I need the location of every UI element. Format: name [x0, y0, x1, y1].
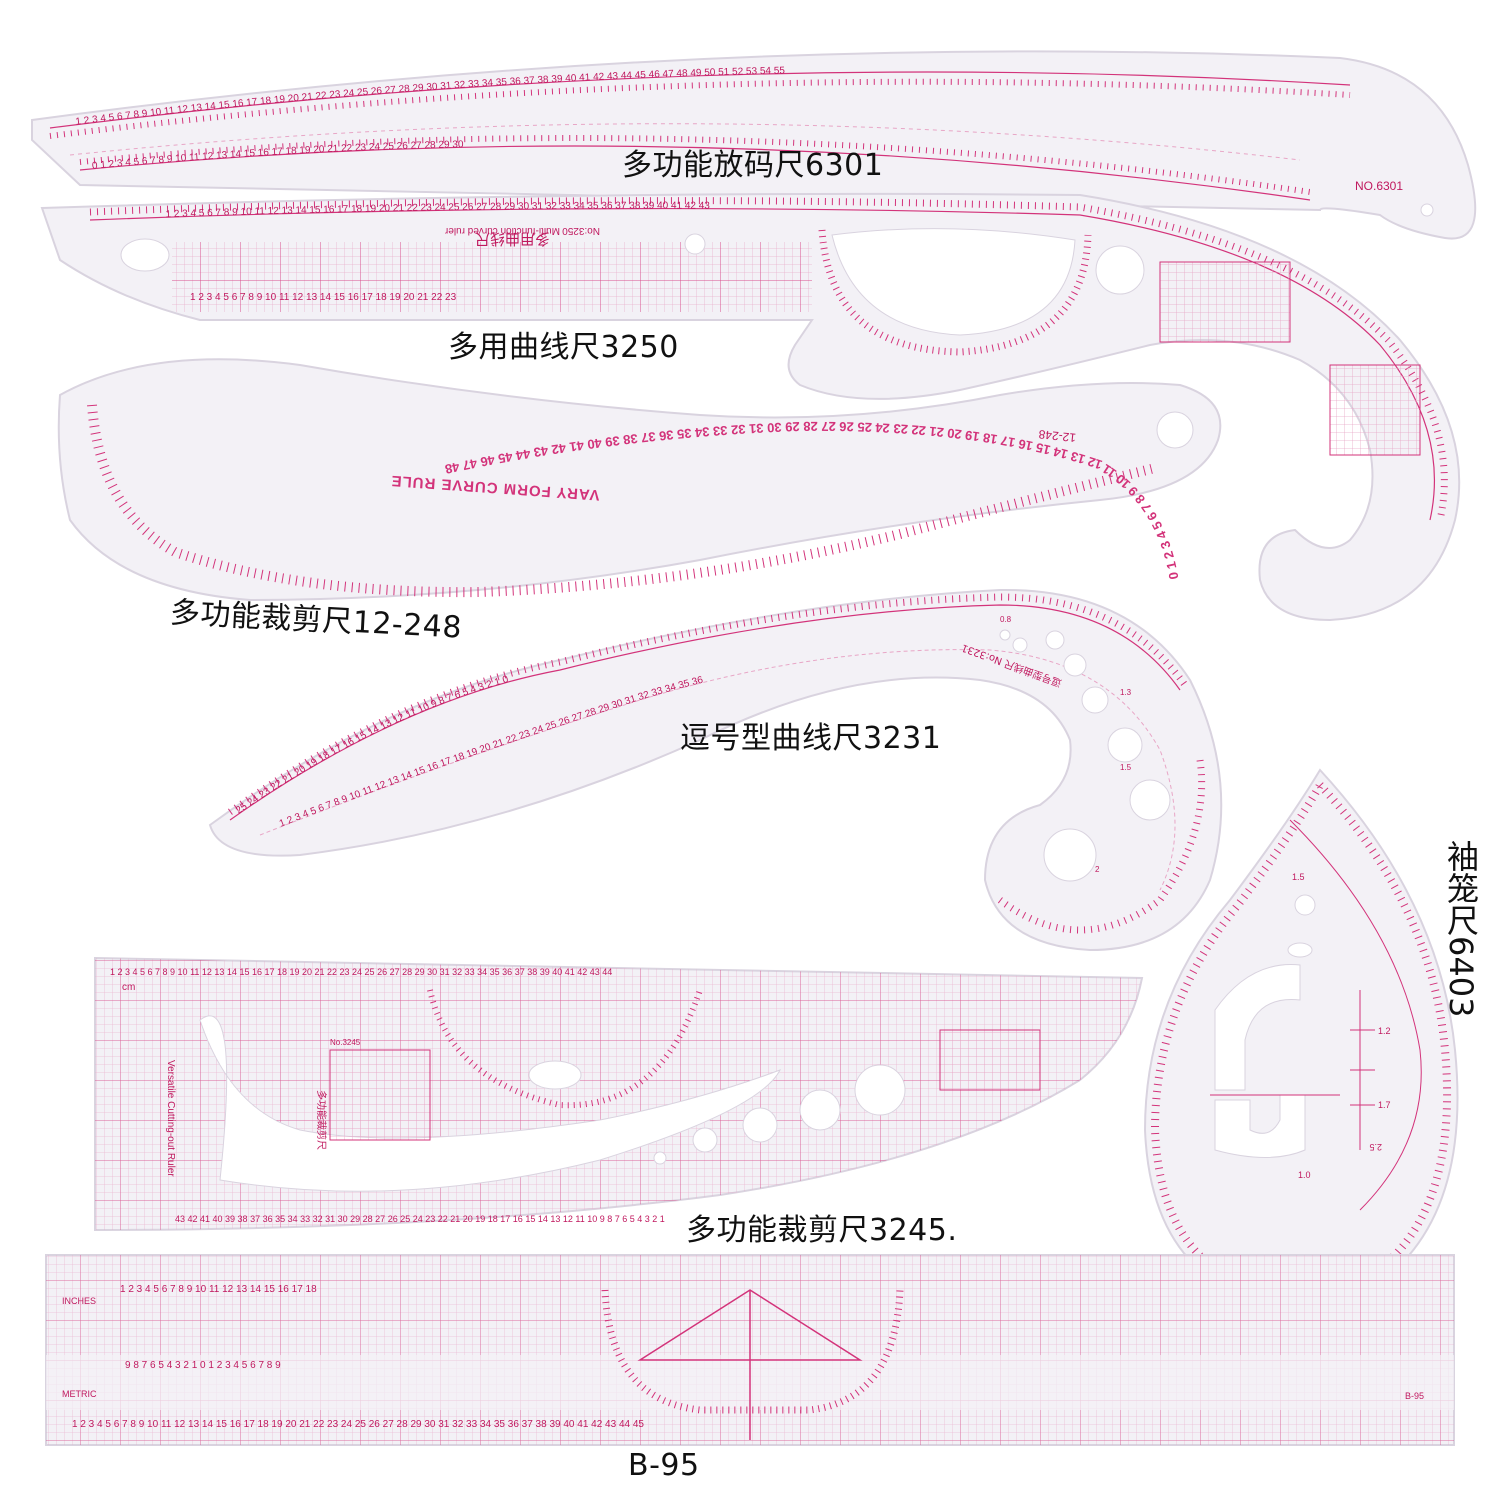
ruler-3231-body [208, 588, 1223, 952]
ruler-3231-hole-label: 1.5 [1120, 763, 1132, 772]
svg-text:9 8 7: 9 8 7 6 5 4 3 2 1 0 1 2 3 4 5 6 [125, 1360, 281, 1371]
ruler-3231-hole [1081, 686, 1109, 714]
ruler-3231-hole [999, 629, 1011, 641]
ruler-3250-imprint-no: No:3250 [562, 225, 600, 236]
ruler-b-95-inches-label: INCHES [62, 1296, 96, 1306]
ruler-6403: 1.5 1.2 1.7 2.5 1.0 [1143, 768, 1459, 1303]
ruler-6301-hang-hole [1420, 203, 1434, 217]
ruler-3245-hole [692, 1127, 718, 1153]
ruler-3250-hole [120, 238, 170, 272]
svg-text:1 2: 1 2 3 4 5 6 7 8 9 [120, 1284, 317, 1295]
caption-6301: 多功能放码尺6301 [622, 148, 884, 183]
ruler-6403-label: 1.5 [1292, 872, 1305, 882]
caption-3250: 多用曲线尺3250 [448, 330, 679, 365]
ruler-12-248-imprint-no: 12-248 [1038, 427, 1077, 445]
ruler-3245-hole [528, 1060, 582, 1090]
ruler-3250-imprint-cn: 多用曲线尺 [475, 230, 550, 248]
ruler-6403-label: 1.0 [1298, 1170, 1311, 1180]
ruler-b-95-imprint: B-95 [1405, 1391, 1424, 1401]
ruler-3245-curve-cutout [199, 1015, 782, 1192]
ruler-3250-protractor-cutout [831, 228, 1076, 336]
ruler-12-248: 0 1 2 3 4 5 6 7 8 9 10 11 12 13 14 15 16… [57, 358, 1222, 602]
ruler-3245-imprint-en: Versatile Cutting-out Ruler [165, 1060, 176, 1177]
svg-text:1 2 3 4 5: 1 2 3 4 5 6 7 8 9 10 11 12 13 14 15 16 1… [110, 967, 612, 977]
ruler-3231: 25 24 23 22 21 20 19 18 17 16 15 14 13 1… [208, 588, 1223, 952]
ruler-6403-cutout [1214, 964, 1301, 1091]
svg-text:1 2 3 4: 1 2 3 4 5 6 7 8 9 10 11 12 13 14 15 16 1… [190, 292, 457, 303]
caption-b-95: B-95 [628, 1448, 700, 1483]
ruler-3245-hole [799, 1089, 841, 1131]
svg-text:1 2 3 4 5: 1 2 3 4 5 6 7 8 9 10 11 12 13 14 15 16 1… [72, 1419, 644, 1430]
ruler-3245-hole [854, 1064, 906, 1116]
ruler-3231-hole [1012, 637, 1028, 653]
ruler-3250-imprint-en: Multi-function curved ruler [444, 225, 560, 236]
ruler-b-95: INCHES METRIC B-95 1 2 3 4 5 6 7 8 [45, 1254, 1455, 1446]
ruler-6403-label: 1.7 [1378, 1100, 1391, 1110]
ruler-3231-hole-label: 1.3 [1120, 688, 1132, 697]
caption-3245: 多功能裁剪尺3245. [686, 1213, 958, 1248]
ruler-12-248-hole [1156, 411, 1194, 449]
ruler-3231-hole [1063, 653, 1087, 677]
ruler-3245-hole [653, 1151, 667, 1165]
ruler-3250: 1 2 3 4 5 6 7 8 9 10 11 12 13 14 15 16 1… [40, 192, 1461, 622]
ruler-3245-hole [742, 1107, 778, 1143]
ruler-3231-hole [1129, 779, 1171, 821]
ruler-6403-hole [1294, 894, 1316, 916]
ruler-3250-hole [1095, 245, 1145, 295]
ruler-3250-grid-panel [172, 242, 812, 312]
ruler-3245-imprint-cn: 多功能裁剪尺 [315, 1090, 328, 1150]
ruler-3231-hole-label: 0.8 [1000, 615, 1012, 624]
ruler-3245-imprint-no: No.3245 [330, 1038, 361, 1047]
ruler-12-248-body [57, 358, 1222, 602]
caption-3231: 逗号型曲线尺3231 [680, 721, 942, 756]
ruler-3231-hole [1043, 828, 1097, 882]
ruler-6403-label: 1.2 [1378, 1026, 1391, 1036]
ruler-3245: cm Versatile Cutting-out Ruler 多功能裁剪尺 No… [94, 956, 1144, 1232]
ruler-3231-hole-label: 2 [1095, 865, 1100, 874]
ruler-3231-hole [1045, 630, 1065, 650]
ruler-3231-hole [1107, 727, 1143, 763]
ruler-6403-hole [1287, 942, 1313, 958]
svg-text:43 42 41 40 39: 43 42 41 40 39 38 37 36 35 34 33 32 31 3… [175, 1214, 665, 1224]
ruler-6301-imprint: NO.6301 [1355, 179, 1403, 193]
caption-6403: 袖笼尺6403 [1442, 840, 1480, 1018]
ruler-6403-label: 2.5 [1369, 1142, 1382, 1152]
ruler-3250-hole [684, 233, 706, 255]
ruler-b-95-metric-label: METRIC [62, 1389, 97, 1399]
ruler-3245-unit: cm [122, 982, 135, 993]
